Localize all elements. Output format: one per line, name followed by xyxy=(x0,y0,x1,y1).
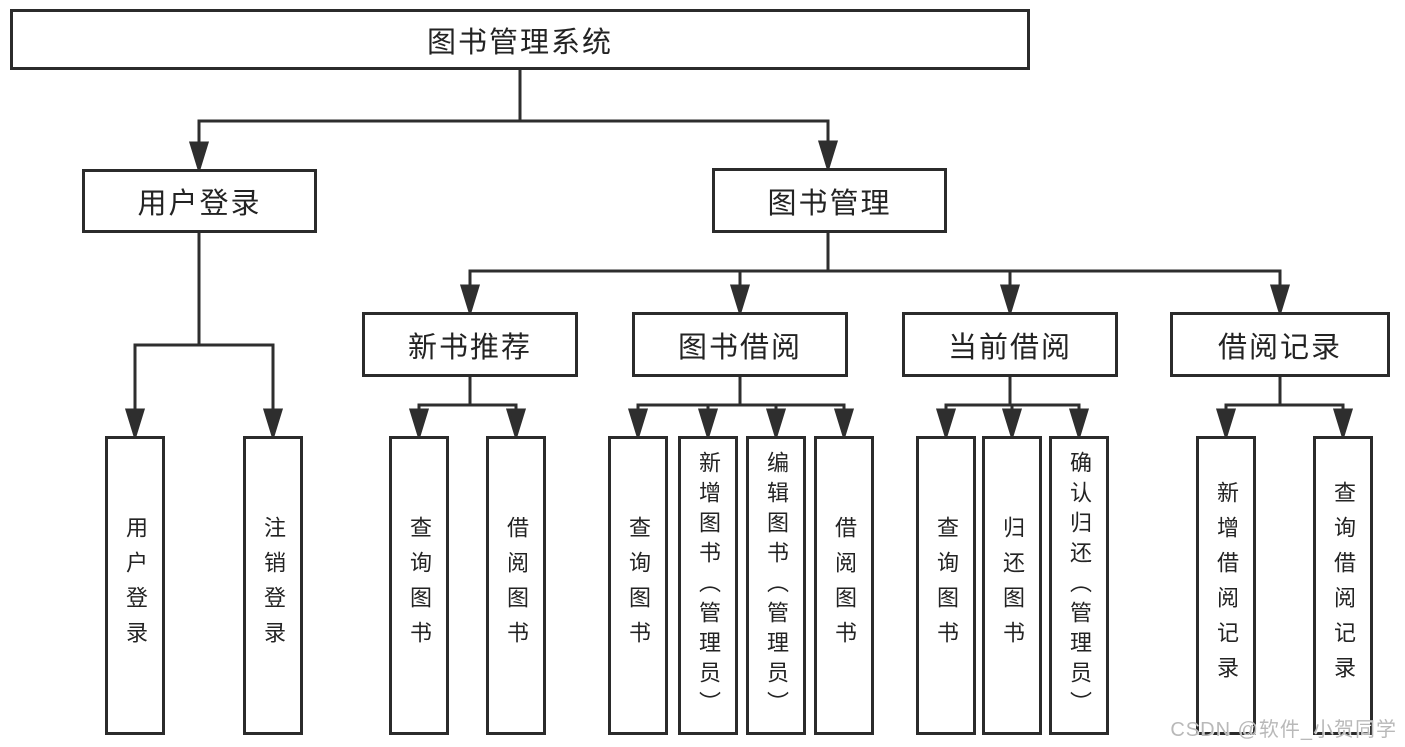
leaf-query-books-recommend: 查询图书 xyxy=(389,436,449,735)
node-user-login: 用户登录 xyxy=(82,169,317,233)
leaf-borrow-books: 借阅图书 xyxy=(814,436,874,735)
node-new-book-recommend: 新书推荐 xyxy=(362,312,578,377)
leaf-query-borrow-record: 查询借阅记录 xyxy=(1313,436,1373,735)
leaf-logout: 注销登录 xyxy=(243,436,303,735)
connector-borrow-to-leaves xyxy=(627,377,855,442)
node-current-borrowing: 当前借阅 xyxy=(902,312,1118,377)
leaf-edit-book-admin: 编辑图书（管理员） xyxy=(746,436,806,735)
leaf-borrow-books-recommend: 借阅图书 xyxy=(486,436,546,735)
leaf-query-books-current: 查询图书 xyxy=(916,436,976,735)
node-book-borrowing: 图书借阅 xyxy=(632,312,848,377)
connector-mgmt-to-level3 xyxy=(459,233,1291,318)
node-library-management-system: 图书管理系统 xyxy=(10,9,1030,70)
leaf-query-books-borrow: 查询图书 xyxy=(608,436,668,735)
connector-root-to-level2 xyxy=(188,70,839,175)
node-borrowing-records: 借阅记录 xyxy=(1170,312,1390,377)
leaf-user-login: 用户登录 xyxy=(105,436,165,735)
csdn-watermark: CSDN @软件_小贺同学 xyxy=(1170,719,1397,741)
leaf-return-books: 归还图书 xyxy=(982,436,1042,735)
connector-records-to-leaves xyxy=(1215,377,1354,442)
node-book-management: 图书管理 xyxy=(712,168,947,233)
connector-login-to-leaves xyxy=(124,233,284,442)
connector-current-to-leaves xyxy=(935,377,1090,442)
leaf-add-borrow-record: 新增借阅记录 xyxy=(1196,436,1256,735)
leaf-add-book-admin: 新增图书（管理员） xyxy=(678,436,738,735)
leaf-confirm-return-admin: 确认归还（管理员） xyxy=(1049,436,1109,735)
connector-newbook-to-leaves xyxy=(408,377,527,442)
